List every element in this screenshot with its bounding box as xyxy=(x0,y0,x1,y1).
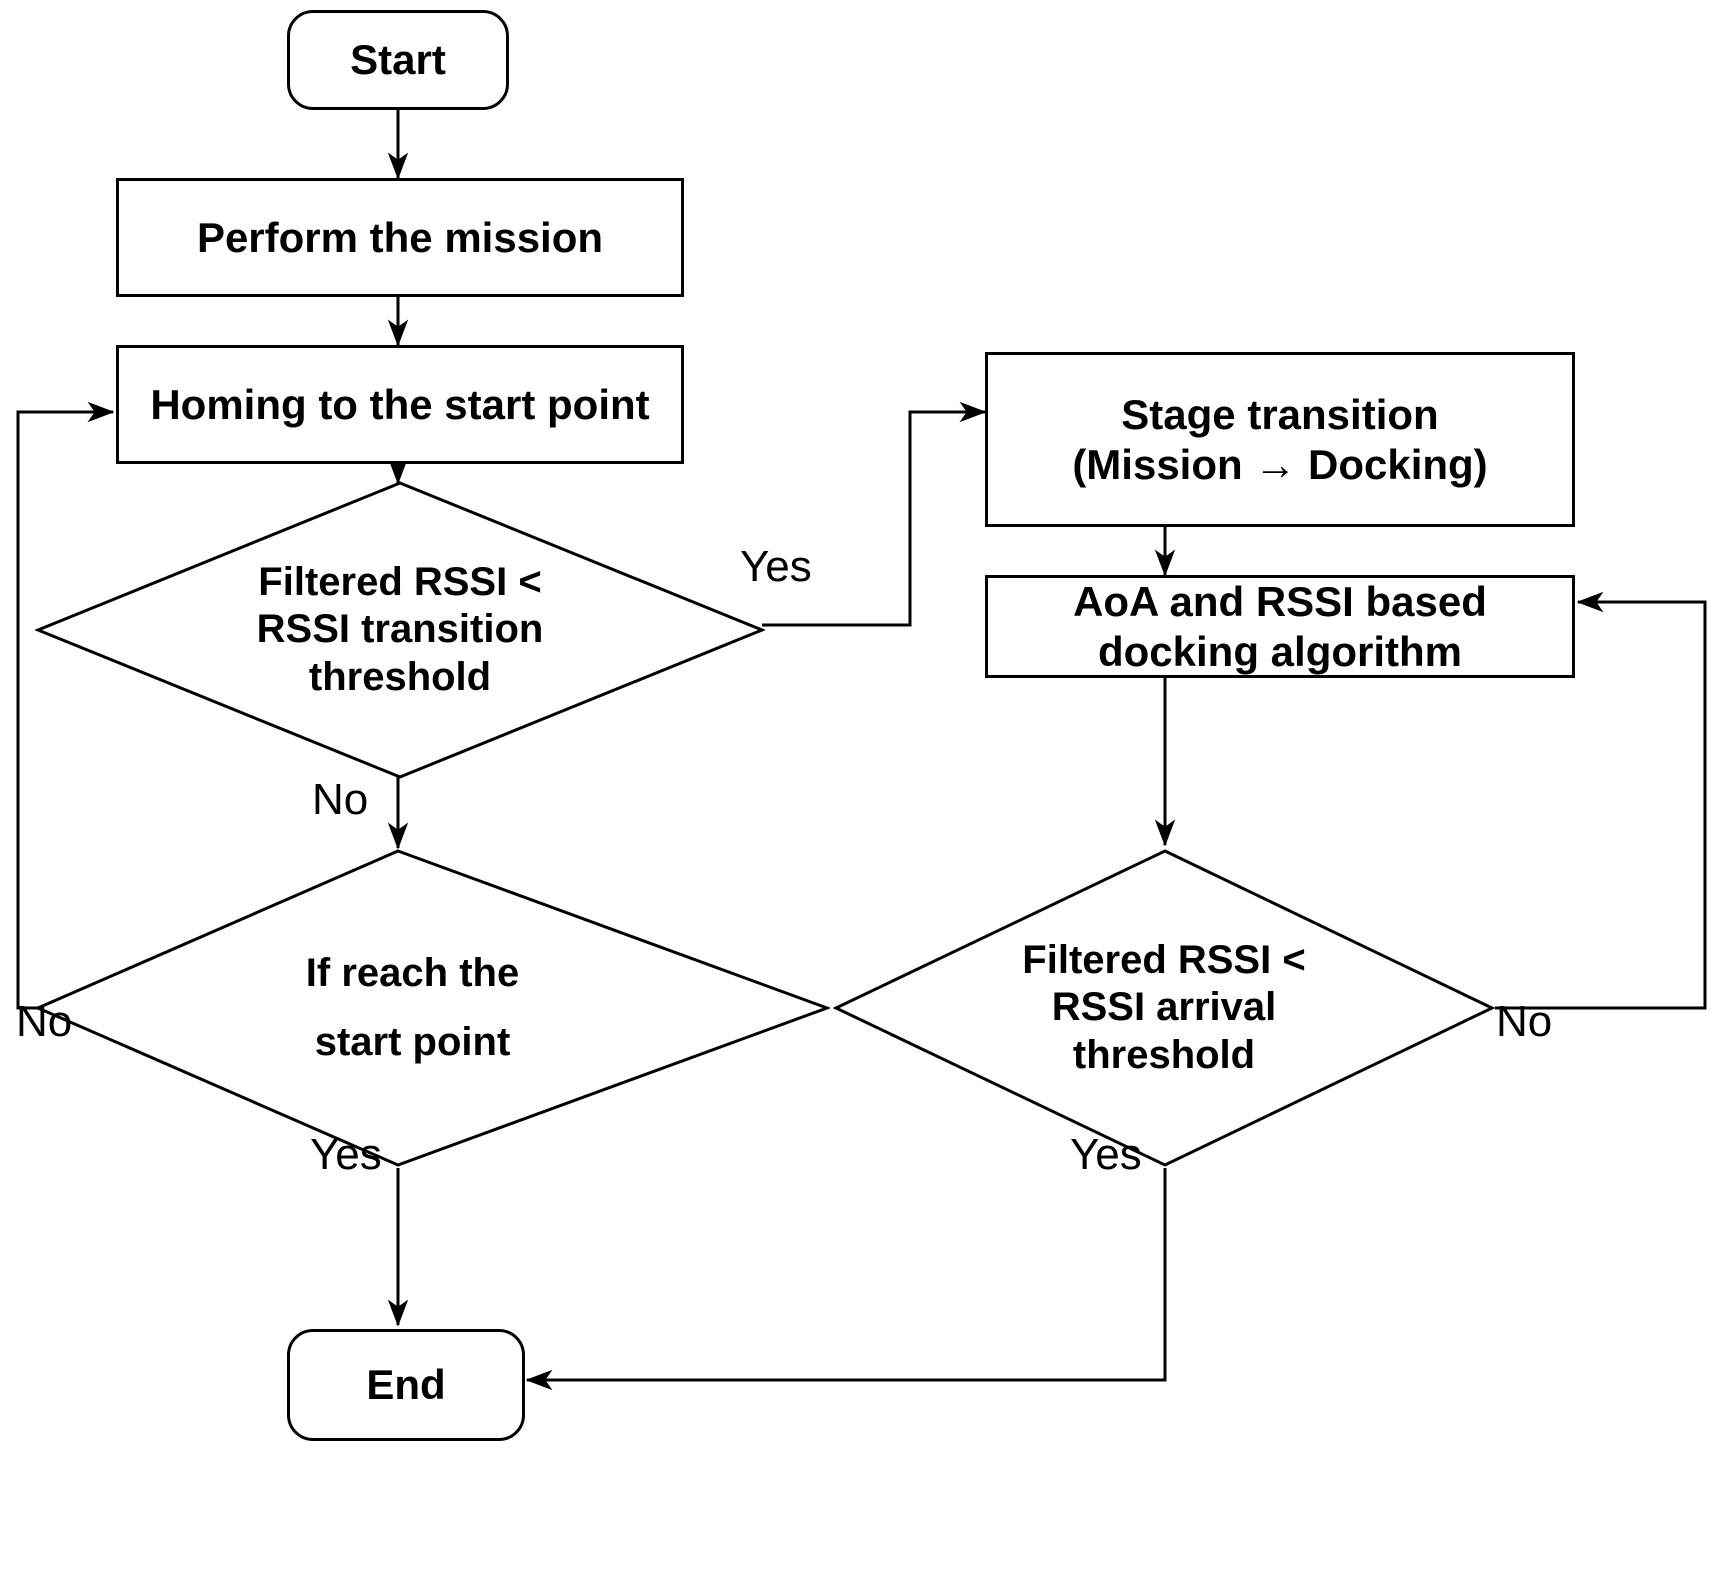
node-stage-transition[interactable]: Stage transition (Mission → Docking) xyxy=(985,352,1575,527)
edge-label-reach-start-yes: Yes xyxy=(310,1130,382,1179)
decision-transition-line1: Filtered RSSI < xyxy=(258,560,542,605)
node-decision-transition-label: Filtered RSSI < RSSI transition threshol… xyxy=(247,559,554,701)
stage-transition-line2: (Mission → Docking) xyxy=(1072,440,1488,488)
node-decision-reach-start-label: If reach the start point xyxy=(296,950,529,1066)
edge-arrival-yes-to-end xyxy=(525,1168,1167,1391)
docking-algorithm-line1: AoA and RSSI based xyxy=(1073,577,1487,625)
node-perform-mission[interactable]: Perform the mission xyxy=(116,178,684,297)
diamond-shape-reach-start xyxy=(35,848,830,1168)
node-decision-if-reach-start-point[interactable]: If reach the start point xyxy=(35,848,830,1168)
node-end-label: End xyxy=(366,1361,446,1409)
decision-reach-start-spacer xyxy=(306,997,519,1019)
node-decision-rssi-transition-threshold[interactable]: Filtered RSSI < RSSI transition threshol… xyxy=(35,480,765,780)
diamond-shape-transition xyxy=(35,480,765,780)
stage-transition-line1: Stage transition xyxy=(1121,390,1439,438)
edge-reachstart-no-to-homing xyxy=(16,401,115,1010)
edge-label-reach-start-no: No xyxy=(16,997,73,1046)
edge-transition-yes-to-stage xyxy=(762,401,987,627)
node-stage-transition-label: Stage transition (Mission → Docking) xyxy=(1072,390,1487,489)
decision-reach-start-line1: If reach the xyxy=(305,950,520,995)
edge-label-transition-no: No xyxy=(312,775,369,824)
decision-arrival-line1: Filtered RSSI < xyxy=(1022,938,1306,983)
decision-arrival-line3: threshold xyxy=(1072,1032,1256,1077)
node-homing-label: Homing to the start point xyxy=(150,380,650,428)
decision-transition-line2: RSSI transition xyxy=(256,607,544,652)
node-homing-to-start-point[interactable]: Homing to the start point xyxy=(116,345,684,464)
node-start[interactable]: Start xyxy=(287,10,509,110)
diamond-shape-arrival xyxy=(833,848,1495,1168)
decision-arrival-line2: RSSI arrival xyxy=(1051,985,1277,1030)
node-start-label: Start xyxy=(350,36,446,84)
edge-arrival-no-to-docking xyxy=(1495,591,1707,1010)
node-decision-arrival-label: Filtered RSSI < RSSI arrival threshold xyxy=(1012,937,1315,1079)
edge-label-transition-yes: Yes xyxy=(740,542,812,591)
docking-algorithm-line2: docking algorithm xyxy=(1097,627,1462,675)
node-decision-rssi-arrival-threshold[interactable]: Filtered RSSI < RSSI arrival threshold xyxy=(833,848,1495,1168)
decision-reach-start-line2: start point xyxy=(314,1020,511,1064)
node-docking-algorithm-label: AoA and RSSI based docking algorithm xyxy=(1073,577,1487,676)
node-perform-mission-label: Perform the mission xyxy=(196,213,604,261)
edge-label-arrival-yes: Yes xyxy=(1070,1130,1142,1179)
decision-transition-line3: threshold xyxy=(308,654,492,699)
node-end[interactable]: End xyxy=(287,1329,525,1441)
node-docking-algorithm[interactable]: AoA and RSSI based docking algorithm xyxy=(985,575,1575,678)
edge-label-arrival-no: No xyxy=(1496,997,1553,1046)
